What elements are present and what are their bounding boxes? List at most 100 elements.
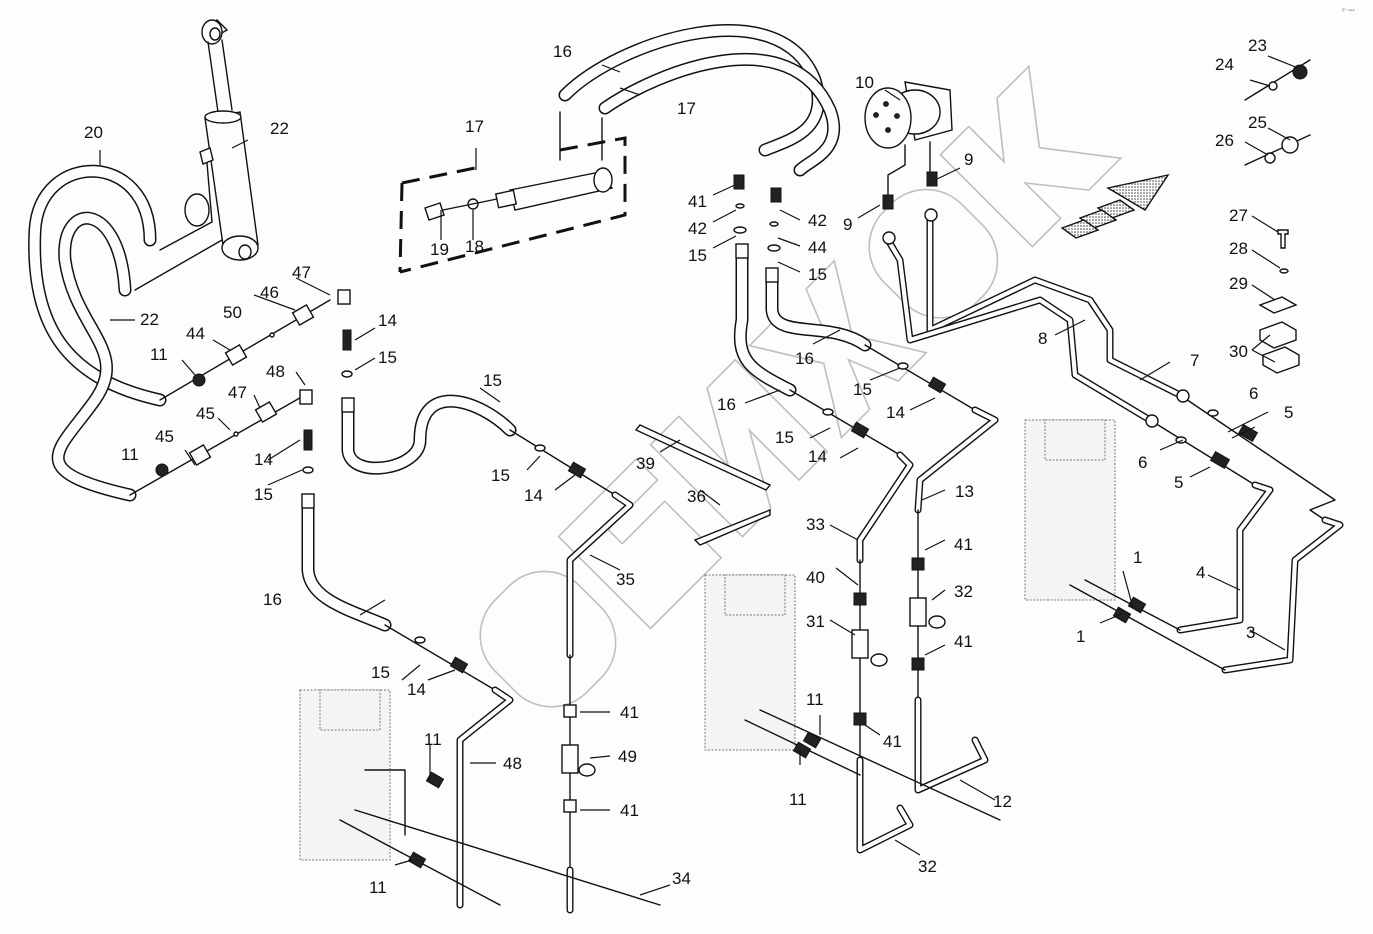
callout-6: 6 xyxy=(1138,453,1147,472)
callout-35: 34 xyxy=(672,869,691,888)
callout-20: 19 xyxy=(430,240,449,259)
callout-22: 22 xyxy=(140,310,159,329)
callout-16: 16 xyxy=(717,395,736,414)
callout-50: 49 xyxy=(618,747,637,766)
callout-14: 14 xyxy=(886,403,905,422)
callout-9: 9 xyxy=(843,215,852,234)
callout-1: 1 xyxy=(1076,627,1085,646)
callout-11: 11 xyxy=(789,790,807,809)
callout-7: 7 xyxy=(1190,351,1199,370)
callout-11: 11 xyxy=(424,730,442,749)
callout-48: 48 xyxy=(266,362,285,381)
callout-23: 22 xyxy=(270,119,289,138)
callout-14: 14 xyxy=(378,311,397,330)
callout-16: 16 xyxy=(263,590,282,609)
callout-labels: 1 1 3 4 5 5 6 6 7 8 9 9 10 11 11 11 11 1… xyxy=(84,36,1293,897)
callout-32: 32 xyxy=(954,582,973,601)
callout-1: 1 xyxy=(1133,548,1142,567)
callout-15: 15 xyxy=(254,485,273,504)
callout-27: 26 xyxy=(1215,131,1234,150)
callout-22: 20 xyxy=(84,123,103,142)
hydraulic-motor xyxy=(864,81,953,201)
callout-14: 14 xyxy=(254,450,273,469)
callout-29: 28 xyxy=(1229,239,1248,258)
callout-41: 41 xyxy=(620,801,639,820)
callout-45: 44 xyxy=(186,324,205,343)
callout-44: 44 xyxy=(808,238,827,257)
callout-11: 11 xyxy=(369,878,387,897)
callout-24: 23 xyxy=(1248,36,1267,55)
leader-lines xyxy=(99,55,1299,896)
callout-15: 15 xyxy=(688,246,707,265)
callout-41: 41 xyxy=(883,732,902,751)
callout-47: 47 xyxy=(228,383,247,402)
callout-41: 40 xyxy=(806,568,825,587)
callout-15: 15 xyxy=(775,428,794,447)
hydraulic-cylinder xyxy=(184,19,259,261)
callout-41: 41 xyxy=(954,535,973,554)
callout-14: 14 xyxy=(407,680,426,699)
callout-15: 15 xyxy=(371,663,390,682)
callout-4: 4 xyxy=(1196,563,1205,582)
callout-51: 50 xyxy=(223,303,242,322)
callout-14: 14 xyxy=(808,447,827,466)
callout-25: 24 xyxy=(1215,55,1234,74)
callout-45: 45 xyxy=(155,427,174,446)
callout-11: 11 xyxy=(150,345,168,364)
callout-44: 42 xyxy=(688,219,707,238)
callout-19: 18 xyxy=(465,237,484,256)
callout-28: 27 xyxy=(1229,206,1248,225)
callout-14: 14 xyxy=(524,486,543,505)
callout-34: 33 xyxy=(806,515,825,534)
callout-9: 9 xyxy=(964,150,973,169)
callout-46: 45 xyxy=(196,404,215,423)
callout-30: 29 xyxy=(1229,274,1248,293)
callout-10: 10 xyxy=(855,73,874,92)
callout-15: 15 xyxy=(491,466,510,485)
corner-mark: ᵍᵒ ▪▪▪ xyxy=(1342,8,1355,14)
direction-arrow xyxy=(1060,173,1170,239)
callout-11: 11 xyxy=(121,445,139,464)
loose-parts xyxy=(1244,59,1311,374)
pipes-3-4 xyxy=(339,394,1344,906)
callout-6: 6 xyxy=(1249,384,1258,403)
control-valves xyxy=(299,419,1116,861)
callout-8: 8 xyxy=(1038,329,1047,348)
callout-12: 12 xyxy=(993,792,1012,811)
callout-40: 39 xyxy=(636,454,655,473)
callout-17: 16 xyxy=(553,42,572,61)
callout-36: 35 xyxy=(616,570,635,589)
callout-5: 5 xyxy=(1284,403,1293,422)
callout-15: 15 xyxy=(853,380,872,399)
callout-39: 36 xyxy=(687,487,706,506)
callout-11: 11 xyxy=(806,690,824,709)
callout-15: 15 xyxy=(378,348,397,367)
callout-42: 42 xyxy=(808,211,827,230)
callout-5: 5 xyxy=(1174,473,1183,492)
callout-48: 47 xyxy=(292,263,311,282)
callout-32: 31 xyxy=(806,612,825,631)
callout-3: 3 xyxy=(1246,623,1255,642)
callout-18: 17 xyxy=(465,117,484,136)
callout-17: 17 xyxy=(677,99,696,118)
callout-41: 41 xyxy=(620,703,639,722)
hoses-16-and-pipes xyxy=(301,251,999,914)
callout-15: 15 xyxy=(808,265,827,284)
callout-42: 41 xyxy=(688,192,707,211)
callout-33: 32 xyxy=(918,857,937,876)
callout-49: 48 xyxy=(503,754,522,773)
callout-13: 13 xyxy=(955,482,974,501)
callout-41: 41 xyxy=(954,632,973,651)
callout-16: 16 xyxy=(795,349,814,368)
fittings xyxy=(155,171,1259,869)
cylinder-assembly-18 xyxy=(398,136,627,274)
callout-47: 46 xyxy=(260,283,279,302)
callout-16: 15 xyxy=(483,371,502,390)
hose-22 xyxy=(28,164,331,502)
callout-26: 25 xyxy=(1248,113,1267,132)
hose-17 xyxy=(558,24,841,177)
callout-31: 30 xyxy=(1229,342,1248,361)
pipes-7-8 xyxy=(884,211,1184,424)
